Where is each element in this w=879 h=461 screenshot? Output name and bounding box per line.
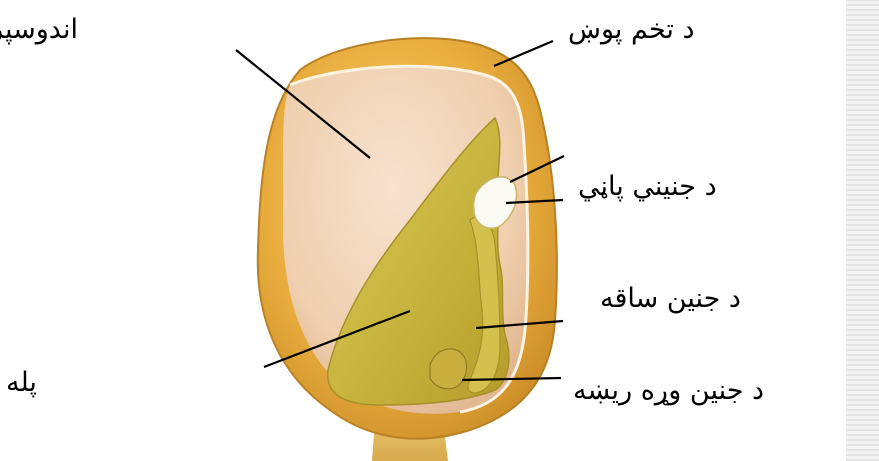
pointer-line-seed-coat <box>494 41 553 66</box>
label-endosperm: اندوسپرم <box>0 13 78 47</box>
label-cotyledon: پله <box>6 366 37 400</box>
radicle-curl <box>430 349 467 389</box>
label-hypocotyl: د جنين ساقه <box>600 282 741 316</box>
label-radicle: د جنين وړه ريښه <box>573 374 764 408</box>
label-seed-coat: د تخم پوښ <box>568 13 695 47</box>
label-plumule: د جنيني پاڼي <box>578 170 717 204</box>
